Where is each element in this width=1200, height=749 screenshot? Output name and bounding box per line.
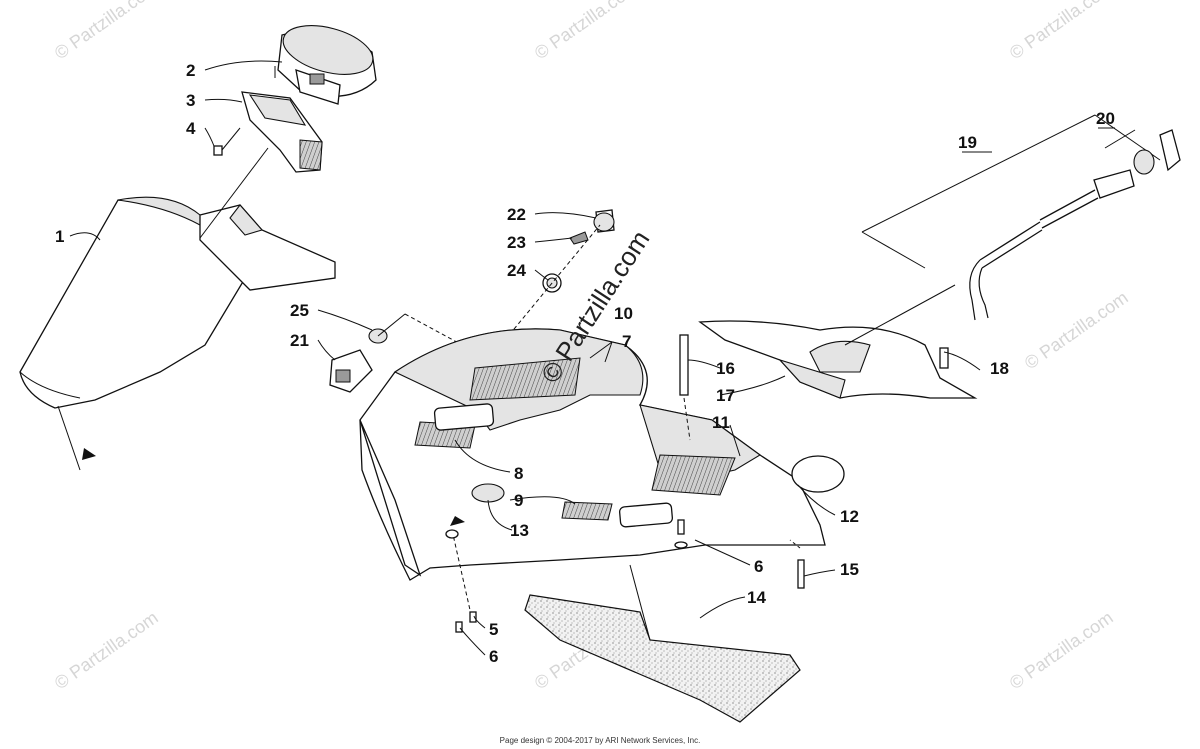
- callout-6b: 6: [754, 557, 763, 576]
- part-main-console: [359, 328, 845, 633]
- callout-16: 16: [716, 359, 735, 378]
- part-7-pad: [469, 357, 581, 401]
- callout-2: 2: [186, 61, 195, 80]
- part-16-bolt: [679, 334, 691, 441]
- callout-7: 7: [622, 332, 631, 351]
- callout-3: 3: [186, 91, 195, 110]
- callout-18: 18: [990, 359, 1009, 378]
- callout-leaders: [69, 60, 1115, 656]
- footer-copyright: Page design © 2004-2017 by ARI Network S…: [499, 736, 701, 745]
- callout-17: 17: [716, 386, 735, 405]
- callout-4: 4: [186, 119, 196, 138]
- watermark: © Partzilla.com: [1006, 607, 1117, 693]
- callout-23: 23: [507, 233, 526, 252]
- part-12-cap: [791, 455, 845, 493]
- watermark: © Partzilla.com: [1021, 287, 1132, 373]
- callout-9: 9: [514, 491, 523, 510]
- callout-25: 25: [290, 301, 309, 320]
- callout-labels: 1 2 3 4 5 6 6 7 8 9 10 11 12 13 14 15 16…: [55, 61, 1115, 666]
- callout-14: 14: [747, 588, 766, 607]
- watermark: © Partzilla.com: [1006, 0, 1117, 63]
- callout-20: 20: [1096, 109, 1115, 128]
- watermark: © Partzilla.com: [531, 0, 642, 63]
- callout-12: 12: [840, 507, 859, 526]
- part-19-20-cable: [844, 114, 1181, 346]
- callout-24: 24: [507, 261, 526, 280]
- part-17-cover: [698, 320, 978, 399]
- part-14-foam: [524, 564, 801, 723]
- callout-11: 11: [712, 413, 730, 432]
- part-13-plug: [471, 483, 505, 503]
- part-3-bezel: [241, 91, 323, 173]
- callout-19: 19: [958, 133, 977, 152]
- callout-21: 21: [290, 331, 309, 350]
- part-21-switch: [329, 313, 506, 393]
- callout-22: 22: [507, 205, 526, 224]
- callout-1: 1: [55, 227, 64, 246]
- part-1-windshield: [19, 196, 336, 471]
- callout-13: 13: [510, 521, 529, 540]
- callout-10: 10: [614, 304, 633, 323]
- part-11-pad: [651, 454, 736, 496]
- part-15-bolt: [789, 539, 805, 589]
- callout-5: 5: [489, 620, 498, 639]
- part-2-gauge: [274, 25, 377, 105]
- callout-15: 15: [840, 560, 859, 579]
- part-22-23-24-fasteners: [504, 209, 615, 341]
- callout-8: 8: [514, 464, 523, 483]
- watermark: © Partzilla.com: [51, 0, 162, 63]
- callout-6a: 6: [489, 647, 498, 666]
- part-4-screw: [213, 127, 241, 156]
- part-9-pad: [561, 501, 613, 521]
- watermark: © Partzilla.com: [51, 607, 162, 693]
